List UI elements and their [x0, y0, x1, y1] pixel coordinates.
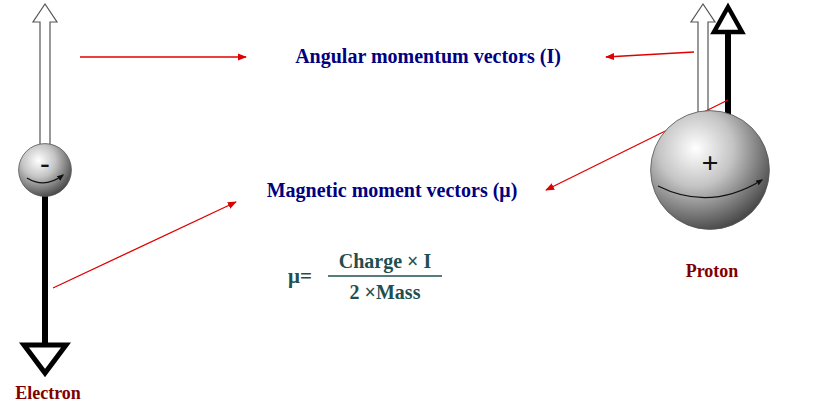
vector-label: Magnetic moment vectors (μ): [267, 179, 518, 201]
formula-symbol: μ=: [288, 264, 312, 288]
particle-name: Electron: [15, 383, 81, 403]
formula-numerator: Charge × I: [339, 250, 432, 272]
magnetic-moment-shaft: [42, 190, 48, 346]
vector-label-box: Angular momentum vectors (I): [295, 45, 561, 67]
leader-arrow: [80, 56, 246, 57]
formula-numerator-box: Charge × I: [339, 250, 432, 272]
electron-sphere: -: [18, 143, 72, 197]
charge-sign: +: [701, 148, 718, 178]
formula-symbol-box: μ=: [288, 265, 312, 288]
vector-label: Angular momentum vectors (I): [295, 45, 561, 67]
magnetic-moment-shaft: [725, 30, 731, 125]
particle-name-box: Proton: [686, 262, 739, 282]
proton-sphere: +: [650, 110, 770, 230]
leader-arrow: [53, 202, 236, 288]
magnetic-moment-head: [24, 345, 66, 373]
vector-label-box: Magnetic moment vectors (μ): [267, 179, 518, 201]
formula-denominator: 2 ×Mass: [350, 281, 421, 303]
angular-momentum-vector: [691, 4, 715, 120]
spin-arrow: [658, 180, 762, 198]
leader-arrow: [606, 52, 694, 57]
fraction-bar: [328, 275, 442, 277]
particle-name: Proton: [686, 261, 739, 281]
charge-sign: -: [40, 149, 49, 177]
magnetic-moment-head: [714, 7, 742, 32]
sphere-body: [19, 144, 72, 197]
sphere-body: [651, 111, 770, 230]
formula-denominator-box: 2 ×Mass: [350, 281, 421, 303]
angular-momentum-vector: [33, 4, 57, 150]
particle-name-box: Electron: [15, 384, 81, 404]
